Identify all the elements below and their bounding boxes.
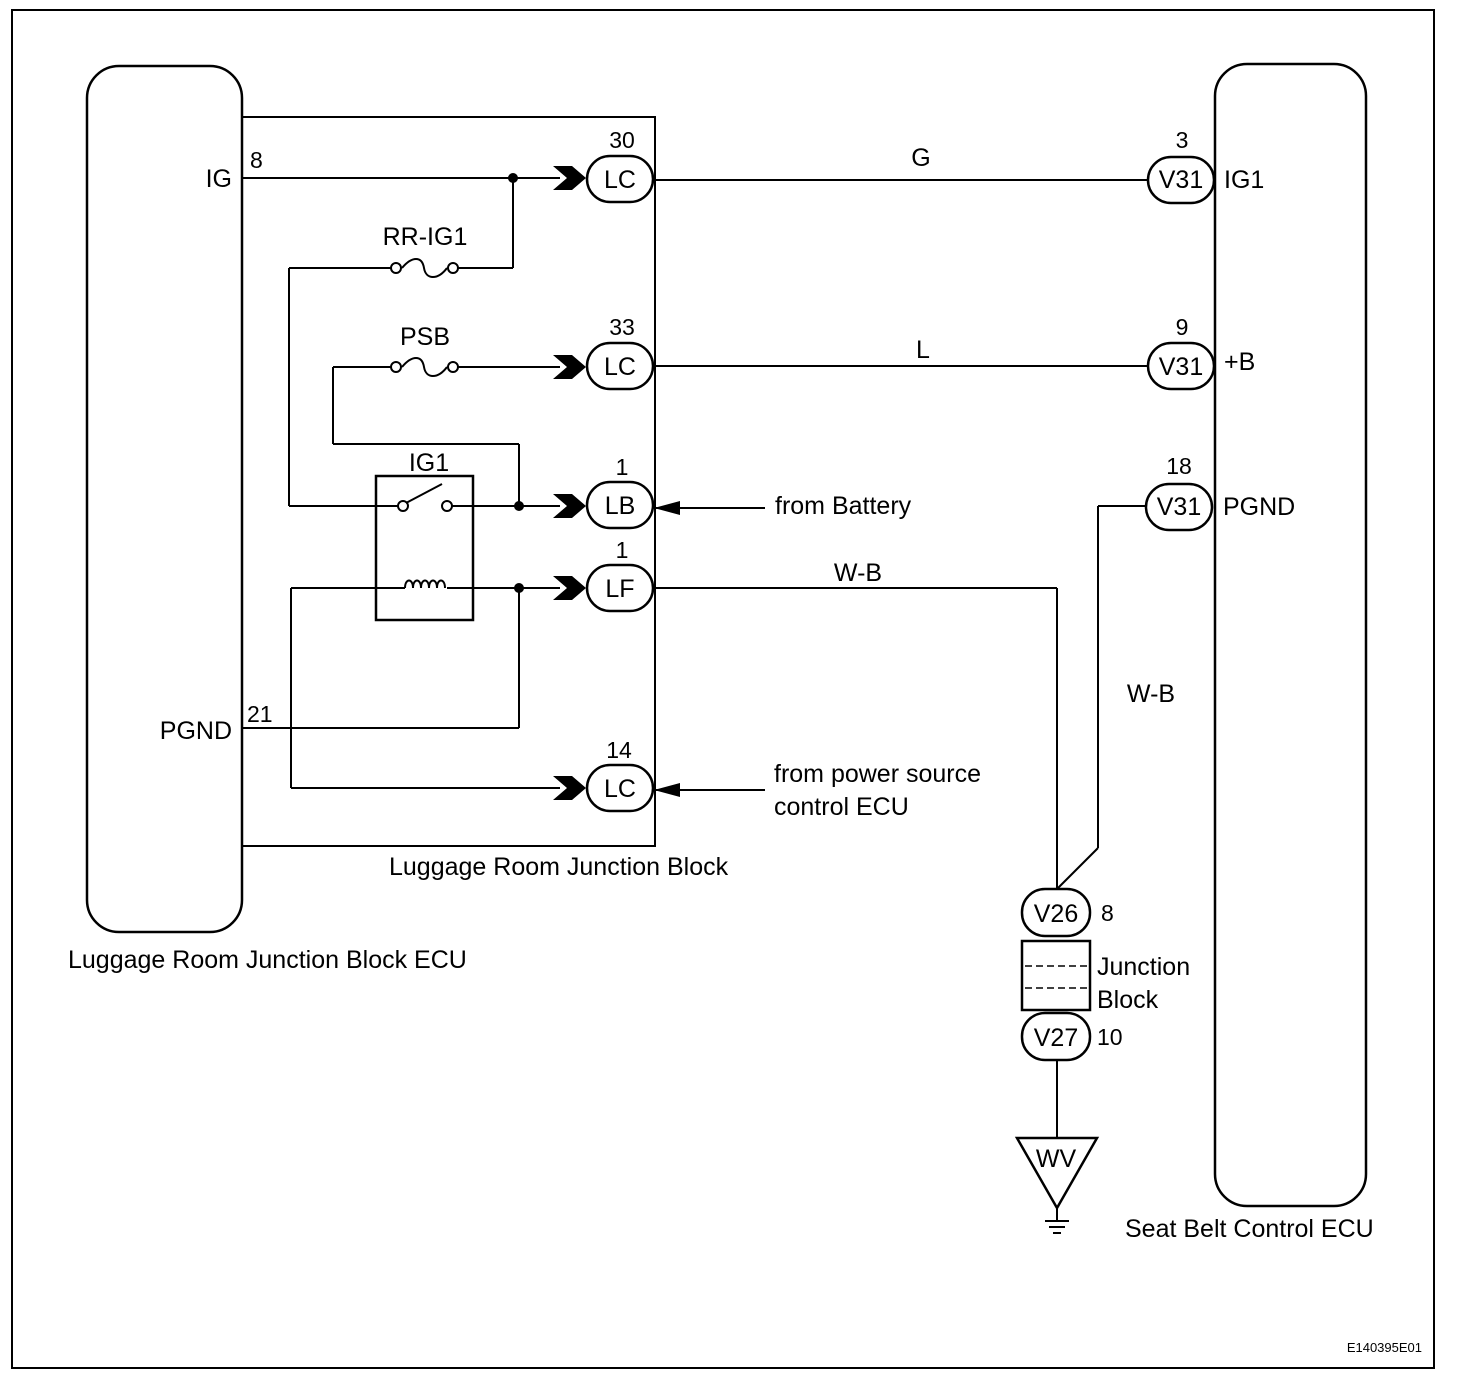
wire-l-color: L (916, 336, 930, 364)
fuse-rr-ig1-icon (401, 258, 448, 278)
left-pin-pgnd-number: 21 (247, 701, 273, 727)
fuse-rr-ig1-label: RR-IG1 (383, 223, 468, 251)
lc14-pin: 14 (606, 737, 632, 763)
fuse-rr-ig1-end-1 (390, 262, 402, 274)
left-pin-ig-label: IG (206, 165, 232, 193)
chevron-icon-lf1 (553, 576, 586, 600)
fuse-rr-ig1-end-2 (447, 262, 459, 274)
fuse-psb-end-2 (447, 361, 459, 373)
v27-pin: 10 (1097, 1024, 1123, 1050)
relay-ig1-label: IG1 (409, 449, 449, 477)
ground-code: WV (1036, 1145, 1077, 1173)
connector-lf1 (585, 563, 655, 613)
connector-v31-ig1 (1146, 155, 1216, 205)
splice-dot-ig (508, 173, 518, 183)
splice-dot-lf (514, 583, 524, 593)
v26-code: V26 (1034, 900, 1078, 928)
connector-lc14 (585, 763, 655, 813)
splice-dot-lb (514, 501, 524, 511)
lc30-pin: 30 (609, 127, 635, 153)
lf1-code: LF (605, 575, 634, 603)
right-ecu-name: Seat Belt Control ECU (1125, 1215, 1374, 1243)
chevron-icon-lc30 (553, 166, 586, 190)
from-power-source-label-2: control ECU (774, 793, 909, 821)
right-pin-pgnd-label: PGND (1223, 493, 1295, 521)
wire-pgnd-color: W-B (1127, 680, 1175, 708)
connector-v26 (1020, 887, 1092, 938)
connector-lc33 (585, 341, 655, 391)
connector-lb1 (585, 480, 655, 530)
figure-id: E140395E01 (1347, 1340, 1422, 1355)
wire-g-color: G (911, 144, 930, 172)
connector-v31-b (1146, 341, 1216, 391)
lc33-pin: 33 (609, 314, 635, 340)
v27-code: V27 (1034, 1024, 1078, 1052)
v26-pin: 8 (1101, 900, 1114, 926)
connector-v31-pgnd (1144, 482, 1214, 532)
chevron-icon-lc14 (553, 776, 586, 800)
relay-switch-contact-1 (397, 500, 409, 512)
right-ecu-body (1213, 62, 1368, 1208)
junction-block-outline (243, 116, 656, 847)
small-junction-label-2: Block (1097, 986, 1159, 1014)
from-battery-label: from Battery (775, 492, 912, 520)
chevron-icon-lb1 (553, 494, 586, 518)
wire-lf-color: W-B (834, 559, 882, 587)
left-pin-pgnd-label: PGND (160, 717, 232, 745)
left-ecu-body (85, 64, 244, 934)
wire-w-b-pgnd-diag (1056, 847, 1099, 890)
arrow-icon-battery (654, 501, 680, 515)
relay-switch-contact-2 (441, 500, 453, 512)
chevron-icon-lc33 (553, 355, 586, 379)
right-pin-b-label: +B (1224, 348, 1255, 376)
relay-coil-icon (404, 579, 446, 589)
junction-block-name: Luggage Room Junction Block (389, 853, 729, 881)
left-ecu-name: Luggage Room Junction Block ECU (68, 946, 467, 974)
ground-icon (1045, 1220, 1069, 1234)
diagram-frame (11, 9, 1435, 1369)
lc33-code: LC (604, 353, 636, 381)
right-pin-pgnd-number: 18 (1166, 453, 1192, 479)
fuse-psb-end-1 (390, 361, 402, 373)
fuse-psb-icon (401, 357, 448, 377)
right-pin-ig1-label: IG1 (1224, 166, 1264, 194)
fuse-psb-label: PSB (400, 323, 450, 351)
lc14-code: LC (604, 775, 636, 803)
lf1-pin: 1 (616, 537, 629, 563)
ig1-relay-box (374, 474, 475, 622)
small-junction-label-1: Junction (1097, 953, 1190, 981)
arrow-icon-power-source (654, 783, 680, 797)
small-junction-block-box (1020, 939, 1092, 1012)
lb1-pin: 1 (616, 454, 629, 480)
connector-lc30 (585, 154, 655, 204)
v31-b-code: V31 (1159, 353, 1203, 381)
right-pin-b-number: 9 (1176, 314, 1189, 340)
right-pin-ig1-number: 3 (1176, 127, 1189, 153)
relay-switch-blade (405, 483, 443, 504)
from-power-source-label-1: from power source (774, 760, 981, 788)
lb1-code: LB (605, 492, 636, 520)
lc30-code: LC (604, 166, 636, 194)
ground-point-triangle (1014, 1136, 1100, 1211)
left-pin-ig-number: 8 (250, 147, 263, 173)
v31-pgnd-code: V31 (1157, 493, 1201, 521)
v31-ig1-code: V31 (1159, 166, 1203, 194)
